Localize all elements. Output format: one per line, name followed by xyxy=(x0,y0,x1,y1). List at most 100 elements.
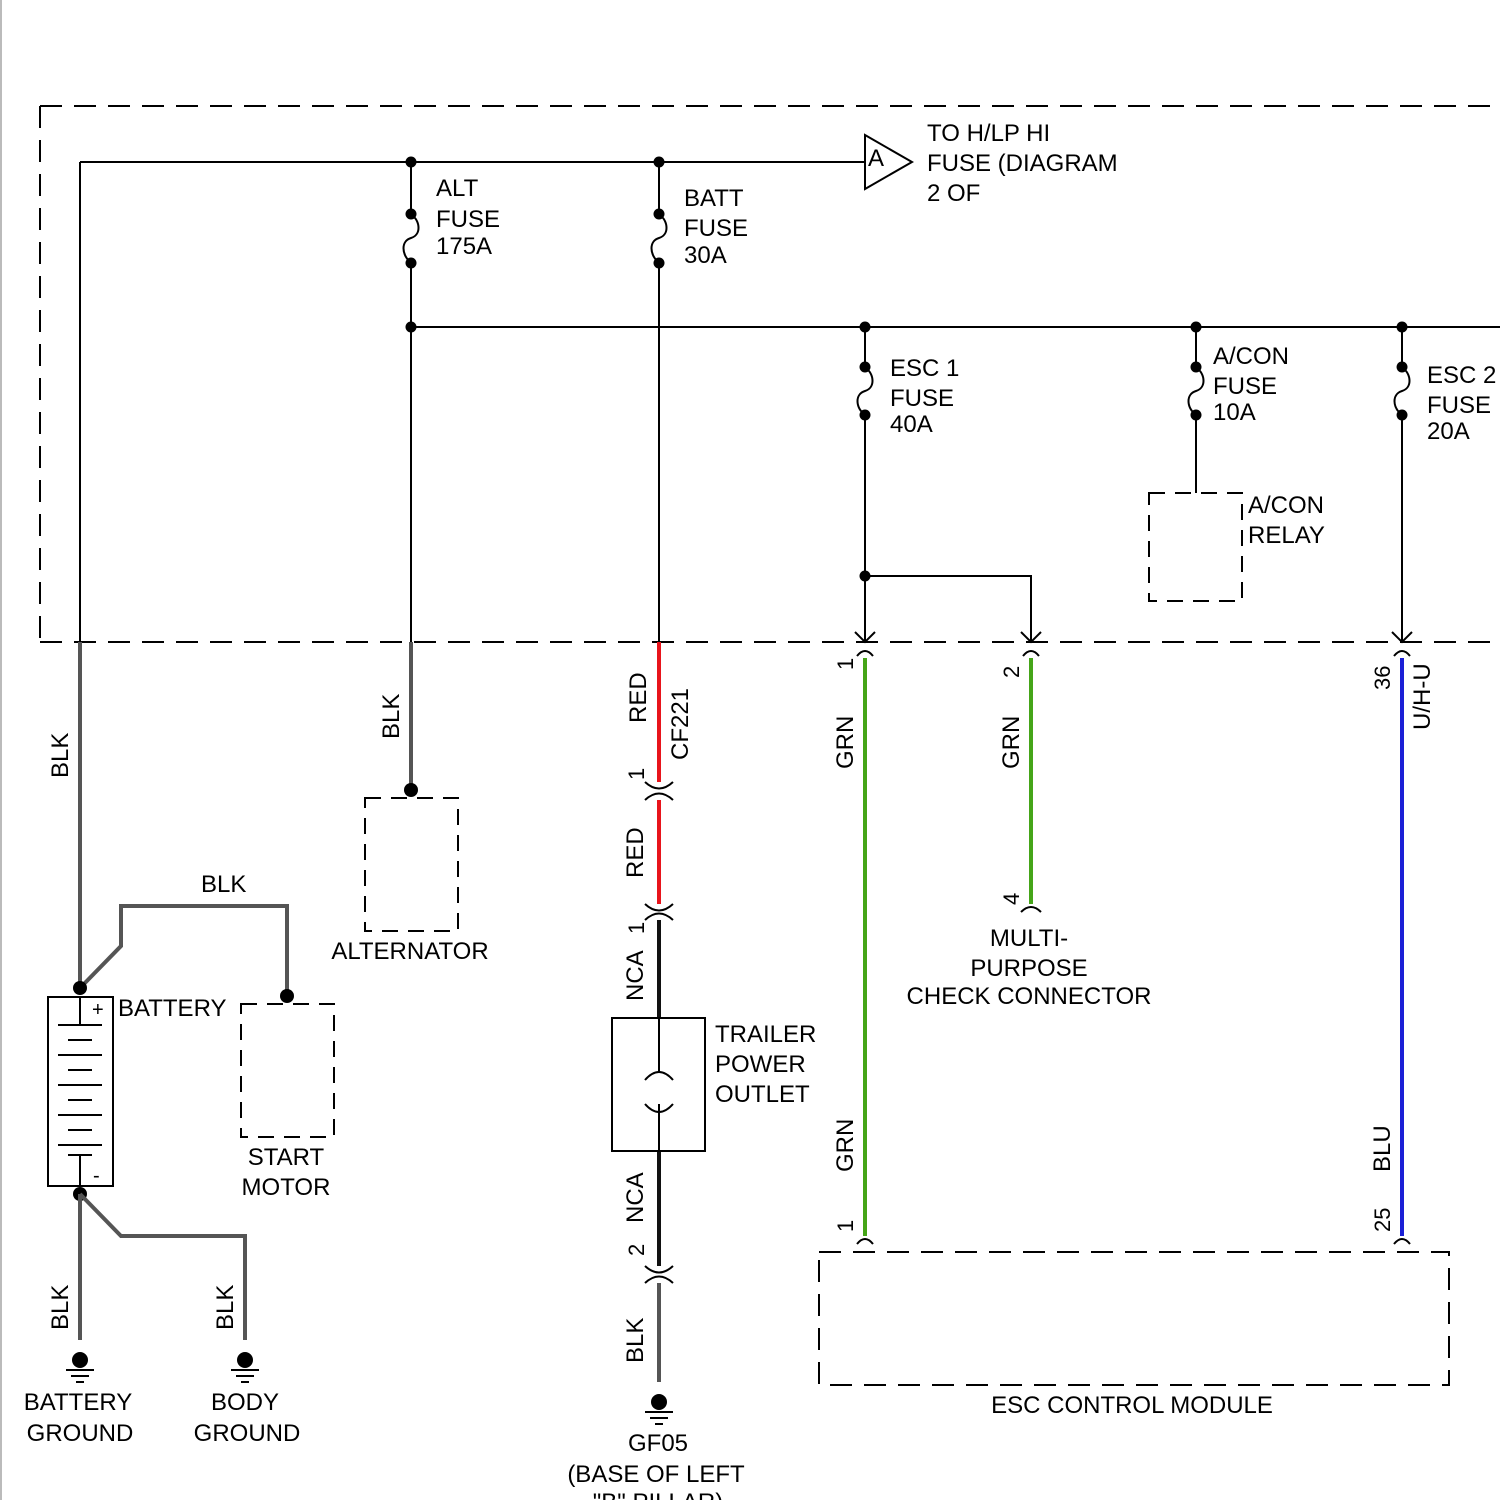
red-pin-1: 1 xyxy=(624,768,649,780)
battery-minus-sign: - xyxy=(93,1165,100,1187)
alternator: ALTERNATOR xyxy=(331,798,488,965)
check-pin-4: 4 xyxy=(999,893,1024,905)
battery-label: BATTERY xyxy=(118,995,226,1022)
red-wire-label-1: RED xyxy=(625,672,652,723)
battery-ground: BATTERY GROUND xyxy=(24,1352,134,1447)
nca-pin-2: 2 xyxy=(624,1244,649,1256)
offpage-label-line3: 2 OF xyxy=(927,180,980,207)
batt-fuse-label-line2: FUSE xyxy=(684,215,748,242)
acon-relay: A/CON RELAY xyxy=(1149,492,1325,601)
esc1-fuse-label-line3: 40A xyxy=(890,411,933,438)
esc-module-label: ESC CONTROL MODULE xyxy=(991,1392,1273,1419)
body-ground: BODY GROUND xyxy=(194,1352,301,1447)
check-connector-label-line3: CHECK CONNECTOR xyxy=(907,983,1152,1010)
battery-plus-sign: + xyxy=(92,999,104,1021)
grn-wire-label-1: GRN xyxy=(832,716,859,769)
check-connector: MULTI- PURPOSE CHECK CONNECTOR xyxy=(907,925,1152,1010)
acon-fuse-label-line3: 10A xyxy=(1213,399,1256,426)
esc2-fuse-label-line1: ESC 2 xyxy=(1427,362,1496,389)
offpage-letter: A xyxy=(868,145,884,172)
grn-wire-label-3: GRN xyxy=(832,1119,859,1172)
start-motor: START MOTOR xyxy=(241,1004,334,1201)
check-connector-label-line2: PURPOSE xyxy=(970,955,1087,982)
grn-wire-check: 2 GRN 4 xyxy=(998,658,1041,912)
offpage-label-line2: FUSE (DIAGRAM xyxy=(927,150,1118,177)
nca-wire-label-1: NCA xyxy=(622,950,649,1001)
fuse-box-boundary xyxy=(40,106,1500,642)
battery-ground-icon xyxy=(66,1370,94,1382)
esc-pin-1: 1 xyxy=(833,1220,858,1232)
offpage-connector-a: A TO H/LP HI FUSE (DIAGRAM 2 OF xyxy=(865,120,1118,207)
gnd-wire-label-2: BLK xyxy=(212,1285,239,1330)
offpage-label-line1: TO H/LP HI xyxy=(927,120,1050,147)
nca-pin-1: 1 xyxy=(624,922,649,934)
acon-fuse-symbol xyxy=(1189,362,1204,421)
acon-relay-label-line1: A/CON xyxy=(1248,492,1324,519)
alt-fuse-symbol xyxy=(404,209,419,269)
uhu-connector-label: U/H-U xyxy=(1409,663,1436,730)
esc-pin-25: 25 xyxy=(1370,1208,1395,1232)
body-ground-icon xyxy=(231,1370,259,1382)
body-ground-label-line2: GROUND xyxy=(194,1420,301,1447)
blu-wire-esc2: 36 U/H-U BLU 25 xyxy=(1369,658,1436,1244)
esc2-fuse-symbol xyxy=(1395,362,1410,421)
esc2-fuse-label-line3: 20A xyxy=(1427,418,1470,445)
esc1-fuse-label: ESC 1 FUSE 40A xyxy=(890,355,959,438)
alt-fuse-label-line1: ALT xyxy=(436,175,479,202)
trailer-outlet-label-line2: POWER xyxy=(715,1051,806,1078)
alt-fuse-label: ALT FUSE 175A xyxy=(436,175,500,260)
start-motor-label-line2: MOTOR xyxy=(242,1174,331,1201)
acon-fuse-label-line2: FUSE xyxy=(1213,373,1277,400)
main-blk-wire-label: BLK xyxy=(47,733,74,778)
esc-control-module: ESC CONTROL MODULE xyxy=(819,1252,1449,1419)
gf05-ground-icon xyxy=(645,1412,673,1424)
alternator-label: ALTERNATOR xyxy=(331,938,488,965)
ground-wires: BLK BLK xyxy=(47,1187,245,1340)
esc1-fuse-symbol xyxy=(858,362,873,421)
gnd-wire-label-1: BLK xyxy=(47,1285,74,1330)
battery-ground-label-line2: GROUND xyxy=(27,1420,134,1447)
battery-cells-icon xyxy=(58,1025,102,1155)
check-connector-label-line1: MULTI- xyxy=(990,925,1068,952)
esc1-fuse-label-line2: FUSE xyxy=(890,385,954,412)
acon-fuse-label: A/CON FUSE 10A xyxy=(1213,343,1289,426)
acon-relay-label-line2: RELAY xyxy=(1248,522,1325,549)
trailer-power-outlet: TRAILER POWER OUTLET xyxy=(612,1018,816,1151)
alt-fuse-label-line2: FUSE xyxy=(436,206,500,233)
battery-ground-label-line1: BATTERY xyxy=(24,1389,132,1416)
batt-start-blk-wire: BLK xyxy=(80,871,294,1003)
blu-wire-label: BLU xyxy=(1369,1125,1396,1172)
gf05-label-line3: "B" PILLAR) xyxy=(593,1489,723,1500)
blk-wire-label-bottom: BLK xyxy=(622,1318,649,1363)
esc2-fuse-label-line2: FUSE xyxy=(1427,392,1491,419)
red-wire-label-2: RED xyxy=(622,827,649,878)
blu-pin-36: 36 xyxy=(1370,666,1395,690)
esc1-fuse-label-line1: ESC 1 xyxy=(890,355,959,382)
nca-wire-label-2: NCA xyxy=(622,1172,649,1223)
gf05-ground: GF05 (BASE OF LEFT "B" PILLAR) xyxy=(567,1394,745,1500)
body-ground-label-line1: BODY xyxy=(211,1389,279,1416)
grn-pin-2: 2 xyxy=(999,666,1024,678)
gf05-label-line1: GF05 xyxy=(628,1430,688,1457)
alternator-wire: BLK xyxy=(378,642,418,797)
grn-wire-esc1: 1 GRN GRN 1 xyxy=(832,658,873,1244)
internal-bus-wiring xyxy=(80,162,1500,642)
batt-fuse-symbol xyxy=(652,209,667,269)
acon-fuse-label-line1: A/CON xyxy=(1213,343,1289,370)
gf05-label-line2: (BASE OF LEFT xyxy=(567,1461,745,1488)
grn-wire-label-2: GRN xyxy=(998,716,1025,769)
main-blk-wire: BLK xyxy=(47,642,80,988)
batt-fuse-label-line3: 30A xyxy=(684,242,727,269)
batt-fuse-label-line1: BATT xyxy=(684,185,744,212)
box-terminal-markers xyxy=(855,632,1412,656)
esc2-fuse-label: ESC 2 FUSE 20A xyxy=(1427,362,1496,445)
cf221-connector-label: CF221 xyxy=(667,688,694,760)
start-motor-label-line1: START xyxy=(248,1144,325,1171)
trailer-outlet-label-line1: TRAILER xyxy=(715,1021,816,1048)
trailer-outlet-label-line3: OUTLET xyxy=(715,1081,810,1108)
grn-pin-1: 1 xyxy=(833,658,858,670)
trailer-circuit: RED CF221 1 RED 1 NCA NCA 2 BLK xyxy=(622,642,694,1382)
alt-wire-label: BLK xyxy=(378,694,405,739)
batt-start-wire-label: BLK xyxy=(201,871,246,898)
